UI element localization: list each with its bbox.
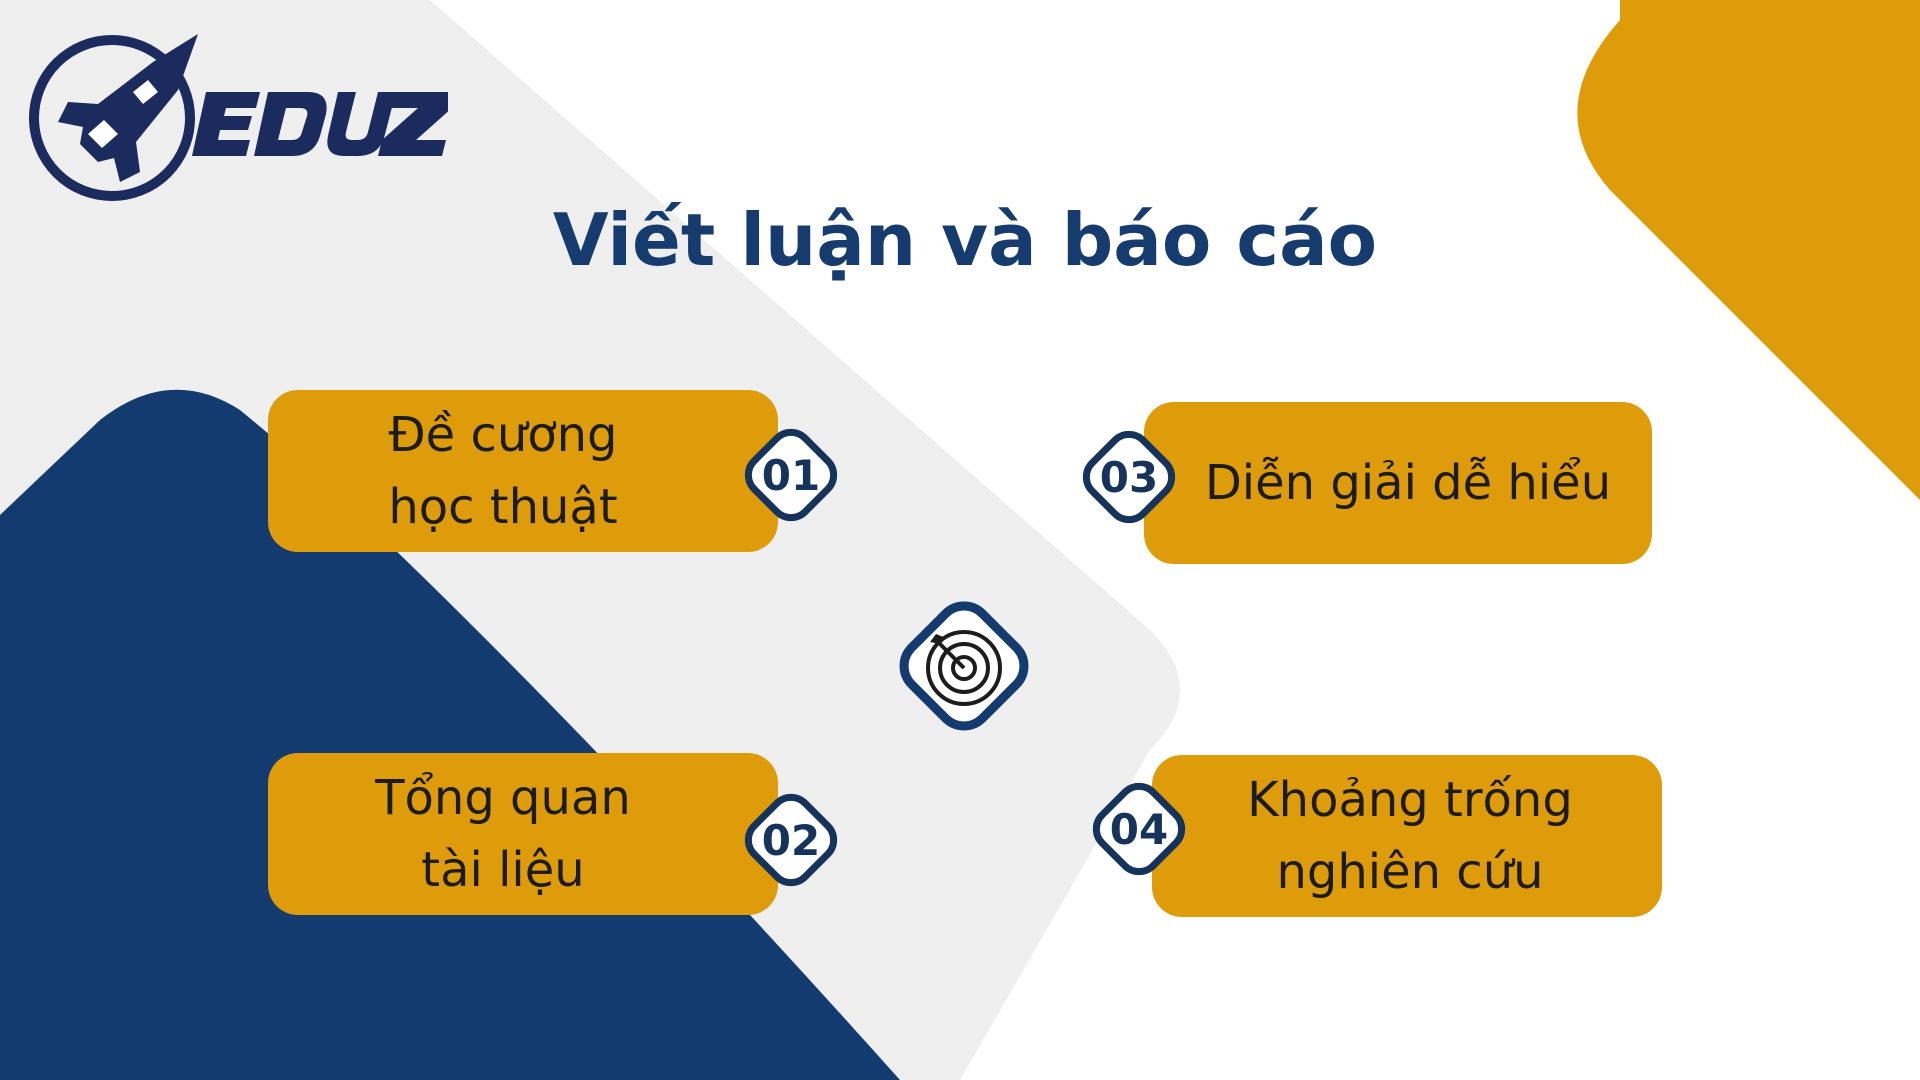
card-03-line-1: Diễn giải dễ hiểu	[1204, 455, 1612, 511]
card-02-line-2: tài liệu	[421, 842, 585, 898]
logo-wordmark	[192, 92, 448, 156]
badge-01: 01	[730, 414, 852, 536]
badge-diamond	[1082, 430, 1176, 524]
badge-diamond	[744, 793, 838, 887]
badge-02-number: 02	[761, 815, 821, 865]
gold-shape	[1577, 0, 1920, 500]
card-02-line-1: Tổng quan	[375, 770, 631, 826]
badge-01-number: 01	[761, 450, 821, 500]
badge-diamond	[744, 428, 838, 522]
badge-diamond	[1092, 782, 1186, 876]
card-02: Tổng quan tài liệu	[268, 753, 778, 915]
card-04: Khoảng trống nghiên cứu	[1152, 755, 1662, 917]
card-03: Diễn giải dễ hiểu	[1144, 402, 1652, 564]
card-01: Đề cương học thuật	[268, 390, 778, 552]
card-01-line-2: học thuật	[388, 479, 618, 535]
eduz-logo	[29, 34, 448, 201]
badge-04-number: 04	[1109, 804, 1169, 854]
target-icon	[899, 601, 1029, 731]
badge-03: 03	[1068, 416, 1190, 538]
card-04-line-2: nghiên cứu	[1276, 844, 1544, 900]
card-04-line-1: Khoảng trống	[1247, 772, 1573, 828]
badge-04: 04	[1078, 768, 1200, 890]
badge-03-number: 03	[1099, 452, 1159, 502]
card-01-line-1: Đề cương	[388, 407, 618, 463]
page-title: Viết luận và báo cáo	[552, 198, 1378, 282]
badge-02: 02	[730, 779, 852, 901]
